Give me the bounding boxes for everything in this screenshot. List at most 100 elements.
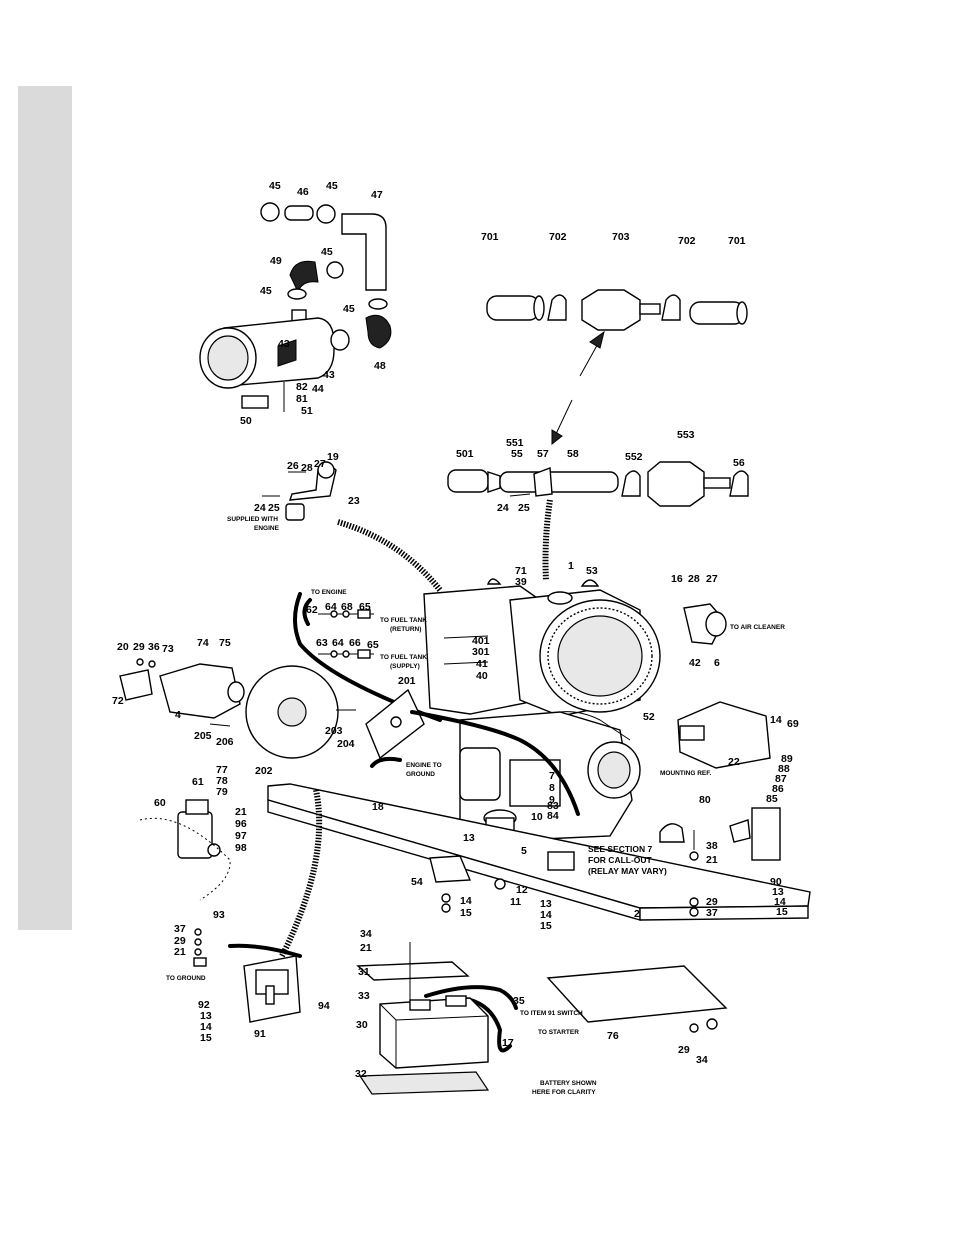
callout: 80	[699, 794, 711, 806]
callout: 96	[235, 818, 247, 830]
note-battery-shown-1: BATTERY SHOWN	[540, 1080, 597, 1087]
callout: 85	[766, 793, 778, 805]
page-margin-tab	[18, 86, 72, 930]
callout: 91	[254, 1028, 266, 1040]
callout: 55	[511, 448, 523, 460]
callout: 15	[540, 920, 552, 932]
callout: 25	[518, 502, 530, 514]
callout: 79	[216, 786, 228, 798]
mounting-bracket	[262, 461, 337, 521]
note-fuel-return-1: TO FUEL TANK	[380, 617, 427, 624]
callout: 71	[515, 565, 527, 577]
callout: 19	[327, 451, 339, 463]
note-battery-shown-2: HERE FOR CLARITY	[532, 1089, 596, 1096]
callout: 26	[287, 460, 299, 472]
callout: 20	[117, 641, 129, 653]
note-to-starter: TO STARTER	[538, 1029, 579, 1036]
callout: 78	[216, 775, 228, 787]
hatched-cables	[279, 499, 553, 958]
callout: 15	[776, 906, 788, 918]
callout: 21	[174, 946, 186, 958]
starter-assembly	[139, 799, 231, 901]
note-to-air-cleaner: TO AIR CLEANER	[730, 624, 785, 631]
callout: 37	[174, 923, 186, 935]
callout: 82	[296, 381, 308, 393]
note-engine-to-ground-1: ENGINE TO	[406, 762, 442, 769]
callout: 53	[586, 565, 598, 577]
callout: 44	[312, 383, 324, 395]
callout: 14	[200, 1021, 212, 1033]
callout: 18	[372, 801, 384, 813]
callout: 47	[371, 189, 383, 201]
or-arrows	[551, 330, 605, 446]
callout: 45	[343, 303, 355, 315]
callout: 204	[337, 738, 355, 750]
callout: 6	[714, 657, 720, 669]
note-mounting-ref: MOUNTING REF.	[660, 770, 711, 777]
callout: 93	[213, 909, 225, 921]
callout: 2	[634, 908, 640, 920]
callout: 33	[358, 990, 370, 1002]
callout: 45	[269, 180, 281, 192]
ground-switch	[193, 928, 301, 1023]
callout: 27	[706, 573, 718, 585]
callout: 76	[607, 1030, 619, 1042]
note-to-engine: TO ENGINE	[311, 589, 347, 596]
callout: 202	[255, 765, 273, 777]
callout: 1	[568, 560, 574, 572]
callout: 34	[360, 928, 372, 940]
callout: 48	[374, 360, 386, 372]
callout: 77	[216, 764, 228, 776]
callout: 28	[301, 462, 313, 474]
base-frame	[267, 783, 811, 921]
callout-labels: 45 46 45 47 49 45 45 45 43 43 44 82 81 5…	[112, 180, 799, 1080]
diagram-notes: SUPPLIED WITH ENGINE TO ENGINE TO FUEL T…	[166, 516, 785, 1096]
callout: 25	[268, 502, 280, 514]
callout: 34	[696, 1054, 708, 1066]
callout: 42	[689, 657, 701, 669]
callout: 201	[398, 675, 416, 687]
callout: 205	[194, 730, 212, 742]
note-fuel-supply-2: (SUPPLY)	[390, 663, 420, 670]
callout: 203	[325, 725, 343, 737]
callout: 10	[531, 811, 543, 823]
callout: 553	[677, 429, 695, 441]
callout: 29	[133, 641, 145, 653]
callout: 58	[567, 448, 579, 460]
callout: 45	[326, 180, 338, 192]
callout: 701	[481, 231, 499, 243]
callout: 63	[316, 637, 328, 649]
note-see-section-3: (RELAY MAY VARY)	[588, 866, 667, 876]
callout: 24	[497, 502, 509, 514]
callout: 702	[678, 235, 696, 247]
callout: 5	[521, 845, 527, 857]
callout: 552	[625, 451, 643, 463]
callout: 75	[219, 637, 231, 649]
callout: 38	[706, 840, 718, 852]
note-fuel-supply-1: TO FUEL TANK	[380, 654, 427, 661]
callout: 29	[678, 1044, 690, 1056]
callout: 16	[671, 573, 683, 585]
callout: 22	[728, 756, 740, 768]
callout: 69	[787, 718, 799, 730]
callout: 46	[297, 186, 309, 198]
callout: 551	[506, 437, 524, 449]
callout: 39	[515, 576, 527, 588]
note-engine-to-ground-2: GROUND	[406, 771, 435, 778]
callout: 87	[775, 773, 787, 785]
callout: 501	[456, 448, 474, 460]
callout: 65	[359, 601, 371, 613]
note-fuel-return-2: (RETURN)	[390, 626, 421, 633]
callout: 41	[476, 658, 488, 670]
note-to-item-91: TO ITEM 91 SWITCH	[520, 1010, 583, 1017]
fuel-lines	[119, 592, 442, 722]
note-see-section-1: SEE SECTION 7	[588, 844, 653, 854]
callout: 13	[200, 1010, 212, 1022]
callout: 14	[460, 895, 472, 907]
callout: 90	[770, 876, 782, 888]
callout: 54	[411, 876, 423, 888]
callout: 36	[148, 641, 160, 653]
callout: 30	[356, 1019, 368, 1031]
callout: 43	[323, 369, 335, 381]
callout: 32	[355, 1068, 367, 1080]
